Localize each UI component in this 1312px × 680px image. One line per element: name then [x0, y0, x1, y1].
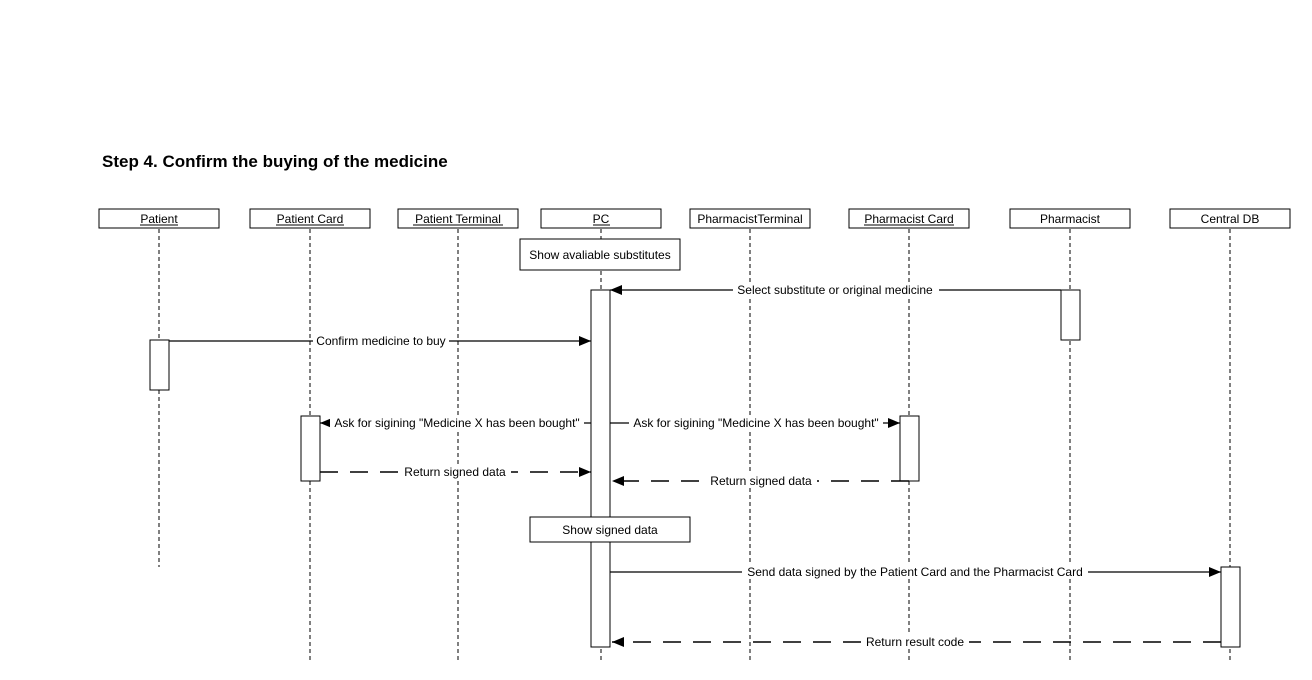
actor-label-pharmacist: Pharmacist: [1040, 212, 1101, 226]
activation-patient-card: [300, 415, 321, 482]
note-text: Show avaliable substitutes: [529, 248, 670, 262]
msg-ask-sign-patient-card: Ask for sigining "Medicine X has been bo…: [320, 415, 591, 430]
actor-pharmacist: Pharmacist: [1009, 208, 1131, 229]
message-label: Select substitute or original medicine: [737, 283, 933, 297]
message-label: Ask for sigining "Medicine X has been bo…: [334, 416, 579, 430]
msg-send-data-db: Send data signed by the Patient Card and…: [610, 564, 1221, 579]
message-label-bg: [861, 634, 969, 649]
diagram-title: Step 4. Confirm the buying of the medici…: [102, 152, 448, 171]
actor-pc: PC: [540, 208, 662, 229]
activation-pharmacist-card: [899, 415, 920, 482]
actor-label-pharmacist-terminal: PharmacistTerminal: [697, 212, 802, 226]
actor-central-db: Central DB: [1169, 208, 1291, 229]
message-label-bg: [313, 333, 449, 348]
actors: Patient Patient Card Patient Terminal PC…: [98, 208, 1291, 229]
msg-return-result: Return result code: [612, 634, 1221, 649]
msg-return-signed-patient: Return signed data: [320, 464, 591, 479]
message-label-bg: [629, 415, 883, 430]
actor-label-pharmacist-card: Pharmacist Card: [864, 212, 953, 226]
activation-pc: [590, 289, 611, 648]
message-label: Return result code: [866, 635, 964, 649]
activations: [149, 289, 1241, 648]
activation-pharmacist: [1060, 289, 1081, 341]
message-label: Send data signed by the Patient Card and…: [747, 565, 1083, 579]
msg-ask-sign-pharmacist-card: Ask for sigining "Medicine X has been bo…: [610, 415, 900, 430]
actor-patient-card: Patient Card: [249, 208, 371, 229]
note-show-substitutes: Show avaliable substitutes: [519, 238, 681, 271]
actor-label-patient-terminal: Patient Terminal: [415, 212, 501, 226]
msg-confirm-medicine: Confirm medicine to buy: [169, 333, 591, 348]
msg-select-substitute: Select substitute or original medicine: [610, 282, 1061, 297]
message-label: Confirm medicine to buy: [316, 334, 445, 348]
actor-label-patient-card: Patient Card: [277, 212, 344, 226]
actor-patient-terminal: Patient Terminal: [397, 208, 519, 229]
message-label: Ask for sigining "Medicine X has been bo…: [633, 416, 878, 430]
message-label-bg: [742, 564, 1088, 579]
message-label-bg: [399, 464, 511, 479]
actor-label-patient: Patient: [140, 212, 178, 226]
actor-label-pc: PC: [593, 212, 610, 226]
activation-patient: [149, 339, 170, 391]
note-show-signed-data: Show signed data: [529, 516, 691, 543]
message-label-bg: [330, 415, 584, 430]
message-label-bg: [705, 473, 817, 488]
message-label-bg: [733, 282, 939, 297]
messages: Select substitute or original medicine C…: [169, 282, 1221, 649]
actor-pharmacist-terminal: PharmacistTerminal: [689, 208, 811, 229]
msg-return-signed-pharmacist: Return signed data: [612, 473, 909, 488]
actor-patient: Patient: [98, 208, 220, 229]
message-label: Return signed data: [404, 465, 506, 479]
message-label: Return signed data: [710, 474, 812, 488]
actor-label-central-db: Central DB: [1201, 212, 1260, 226]
activation-central-db: [1220, 566, 1241, 648]
actor-pharmacist-card: Pharmacist Card: [848, 208, 970, 229]
note-text: Show signed data: [562, 523, 658, 537]
